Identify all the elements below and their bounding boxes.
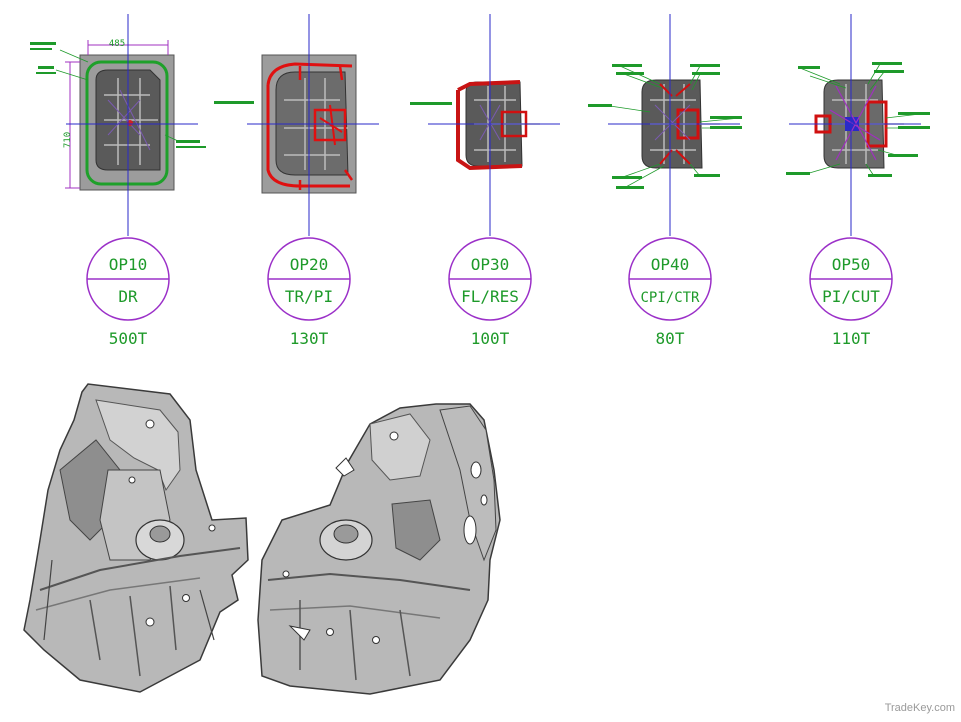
op30-tonnage-label: 100T [471, 329, 510, 348]
left-panel-part [23, 383, 249, 693]
op20-op-label: OP20 [290, 255, 329, 274]
op40-process-label: CPI/CTR [640, 290, 700, 306]
op10-drawing [30, 40, 206, 191]
op50-tonnage-label: 110T [832, 329, 871, 348]
op40-op-label: OP40 [651, 255, 690, 274]
op50-process-label: PI/CUT [822, 287, 880, 306]
op20-tonnage-label: 130T [290, 329, 329, 348]
watermark-text: TradeKey.com [884, 702, 955, 714]
op10-tonnage-label: 500T [109, 329, 148, 348]
right-panel-part [257, 403, 501, 695]
op30-process-label: FL/RES [461, 287, 519, 306]
op10-process-label: DR [118, 287, 138, 306]
op30-op-label: OP30 [471, 255, 510, 274]
op10-op-label: OP10 [109, 255, 148, 274]
op10-height-dimension: 710 [63, 132, 73, 148]
op50-drawing [786, 62, 930, 177]
op40-tonnage-label: 80T [656, 329, 685, 348]
op40-drawing [588, 64, 742, 189]
centre-axes [66, 14, 921, 236]
op50-op-label: OP50 [832, 255, 871, 274]
op20-process-label: TR/PI [285, 287, 333, 306]
op10-width-dimension: 485 [109, 39, 125, 49]
op30-drawing [410, 80, 540, 171]
